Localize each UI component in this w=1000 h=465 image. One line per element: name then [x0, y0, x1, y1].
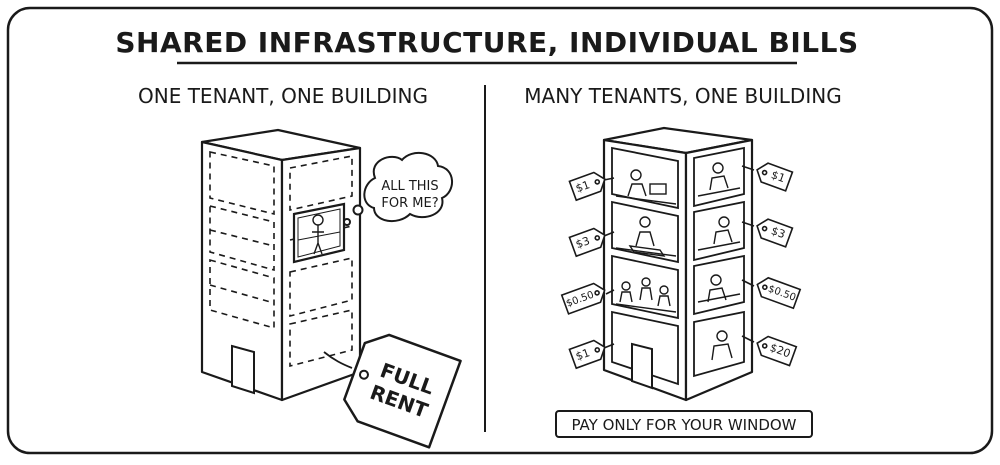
- page-title: SHARED INFRASTRUCTURE, INDIVIDUAL BILLS: [115, 26, 858, 59]
- caption-box: [555, 410, 813, 438]
- right-panel-heading: MANY TENANTS, ONE BUILDING: [524, 84, 841, 108]
- left-building-empty-floors: [209, 151, 353, 368]
- price-label: $3: [574, 234, 592, 251]
- full-rent-tag: FULL RENT: [343, 333, 462, 449]
- thought-bubble: [343, 151, 453, 226]
- price-tags-right: [741, 162, 802, 367]
- price-label: $1: [574, 346, 592, 363]
- tenant-icon: [718, 216, 730, 228]
- outer-frame: [6, 6, 994, 455]
- tenant-icon: [712, 162, 724, 174]
- caption-text: PAY ONLY FOR YOUR WINDOW: [571, 416, 796, 434]
- price-label: $1: [574, 178, 592, 195]
- left-panel-heading: ONE TENANT, ONE BUILDING: [138, 84, 428, 108]
- left-building: [200, 128, 362, 402]
- thought-line-2: FOR ME?: [381, 196, 438, 211]
- price-label: $3: [769, 224, 787, 241]
- person-icon: [312, 214, 324, 226]
- price-labels-left: $1 $3 $0.50 $1: [565, 178, 596, 363]
- lone-tenant-window: [292, 202, 346, 264]
- tenant-icon: [659, 285, 669, 295]
- tenant-icon: [621, 281, 631, 291]
- tag-string: [323, 351, 353, 369]
- tenant-figures: [615, 169, 677, 313]
- laptop-icon: [649, 183, 667, 195]
- price-label: $1: [769, 168, 787, 185]
- left-door: [231, 344, 255, 395]
- right-door: [631, 342, 653, 390]
- tenant-icon: [710, 274, 722, 286]
- tenant-icon: [639, 216, 651, 228]
- tenant-icon: [641, 277, 651, 287]
- thought-line-1: ALL THIS: [381, 179, 438, 194]
- tenant-figures-right: [697, 162, 741, 361]
- tenant-icon: [630, 169, 642, 181]
- price-tags-left: [560, 171, 615, 370]
- tenant-icon: [716, 330, 728, 342]
